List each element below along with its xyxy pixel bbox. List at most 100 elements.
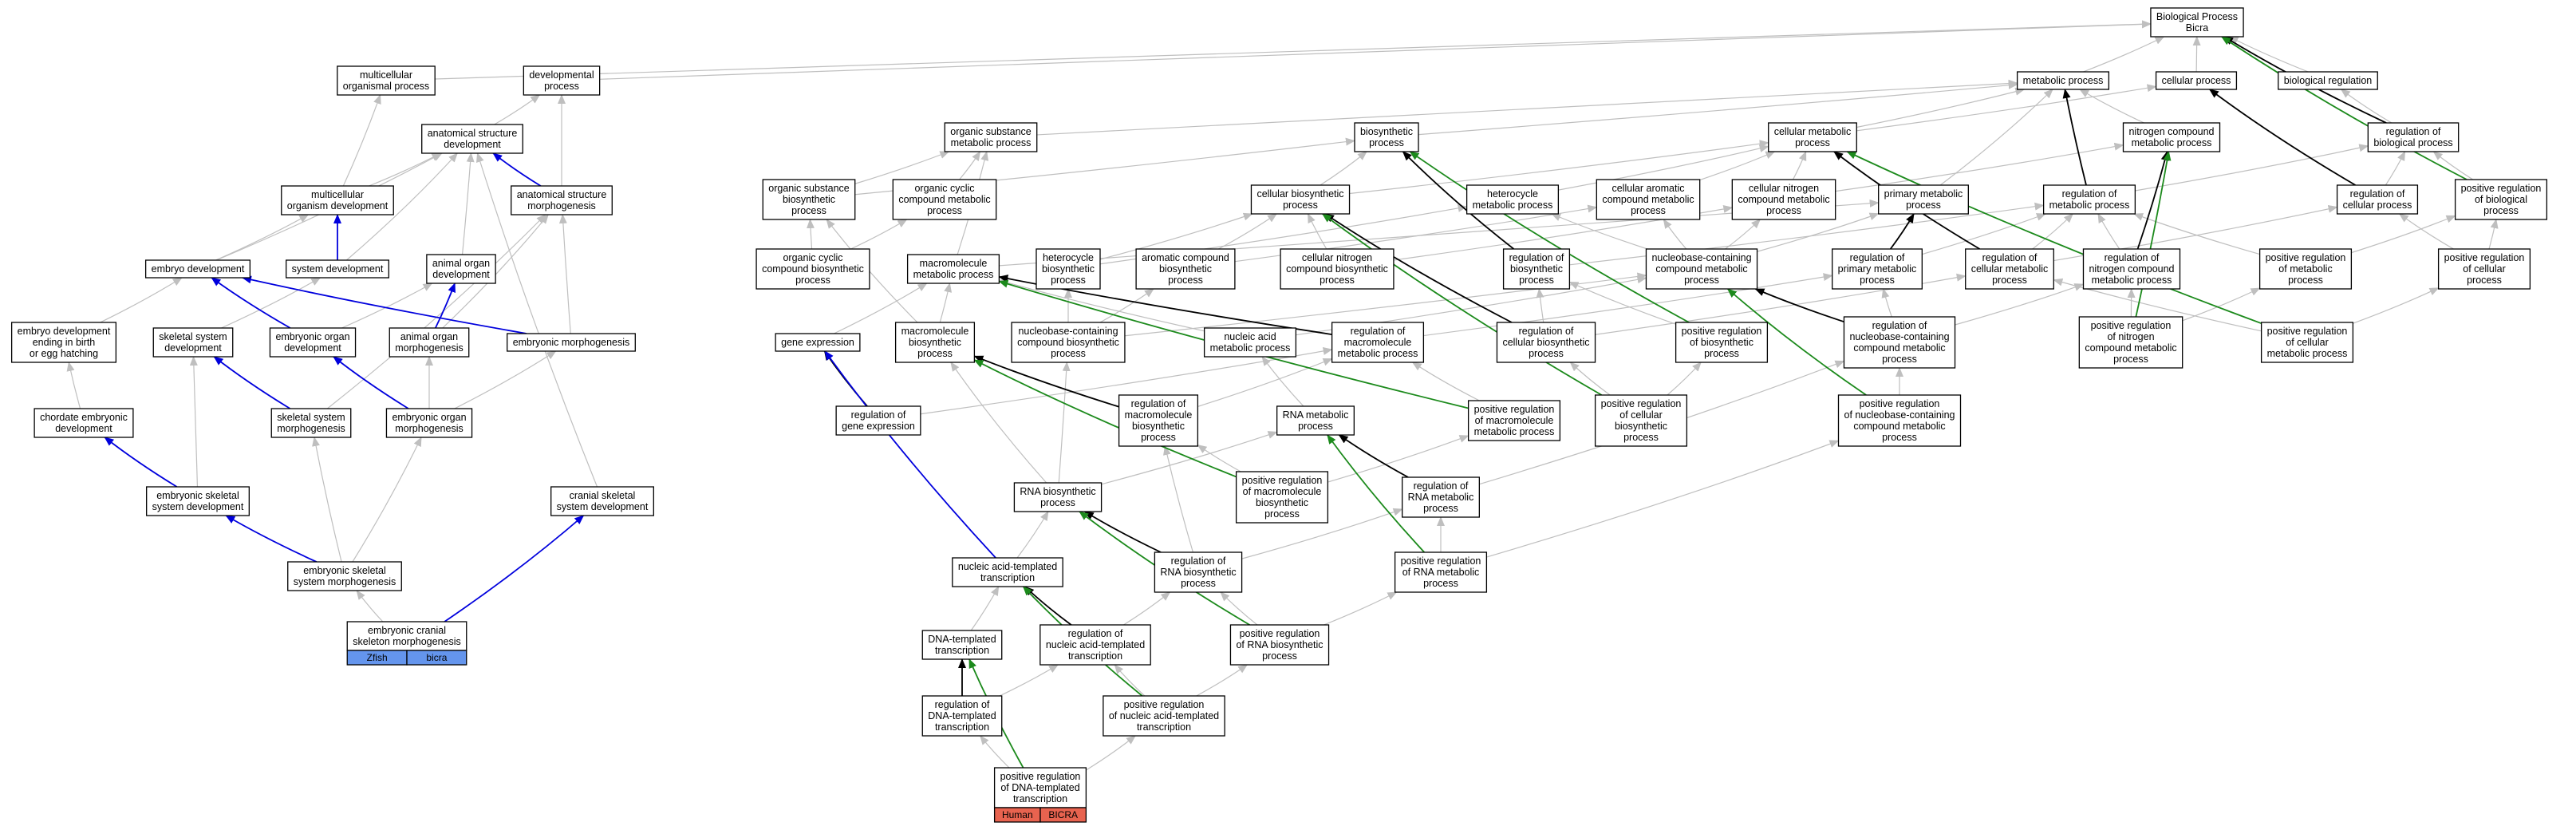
node-box [1466,184,1560,215]
go-term-node[interactable]: regulation ofmacromoleculebiosyntheticpr… [1118,394,1199,447]
node-box [281,185,394,215]
go-term-node[interactable]: embryo development [144,259,251,279]
edge-gray [950,362,1047,484]
go-term-node[interactable]: regulation ofnucleobase-containingcompou… [1843,316,1956,369]
node-label: positive regulation [1682,326,1762,337]
node-label: positive regulation [1124,699,1205,710]
node-box [1118,394,1199,447]
go-term-node[interactable]: metabolic process [2016,71,2110,90]
node-label: compound biosynthetic [1017,337,1119,348]
go-term-node[interactable]: system development [286,259,389,279]
go-term-node[interactable]: embryonic morphogenesis [507,333,636,352]
node-box [1135,248,1236,290]
go-term-node[interactable]: gene expression [775,333,861,352]
edge-gray [2079,89,2144,124]
edge-gray [2385,151,2406,186]
edge-green [1726,288,1867,396]
node-label: cellular nitrogen [1302,252,1372,263]
go-term-node[interactable]: cellular process [2155,71,2238,90]
go-term-node[interactable]: biological regulation [2278,71,2378,90]
node-label: process [1795,137,1830,148]
node-label: heterocycle [1043,252,1094,263]
edge-gray [1307,213,1327,250]
node-label: embryonic cranial [368,625,446,636]
edge-gray [834,283,928,334]
edge-gray [1261,356,1304,407]
node-label: metabolic process [951,137,1032,148]
node-box [775,333,861,352]
node-label: metabolic process [913,269,994,280]
